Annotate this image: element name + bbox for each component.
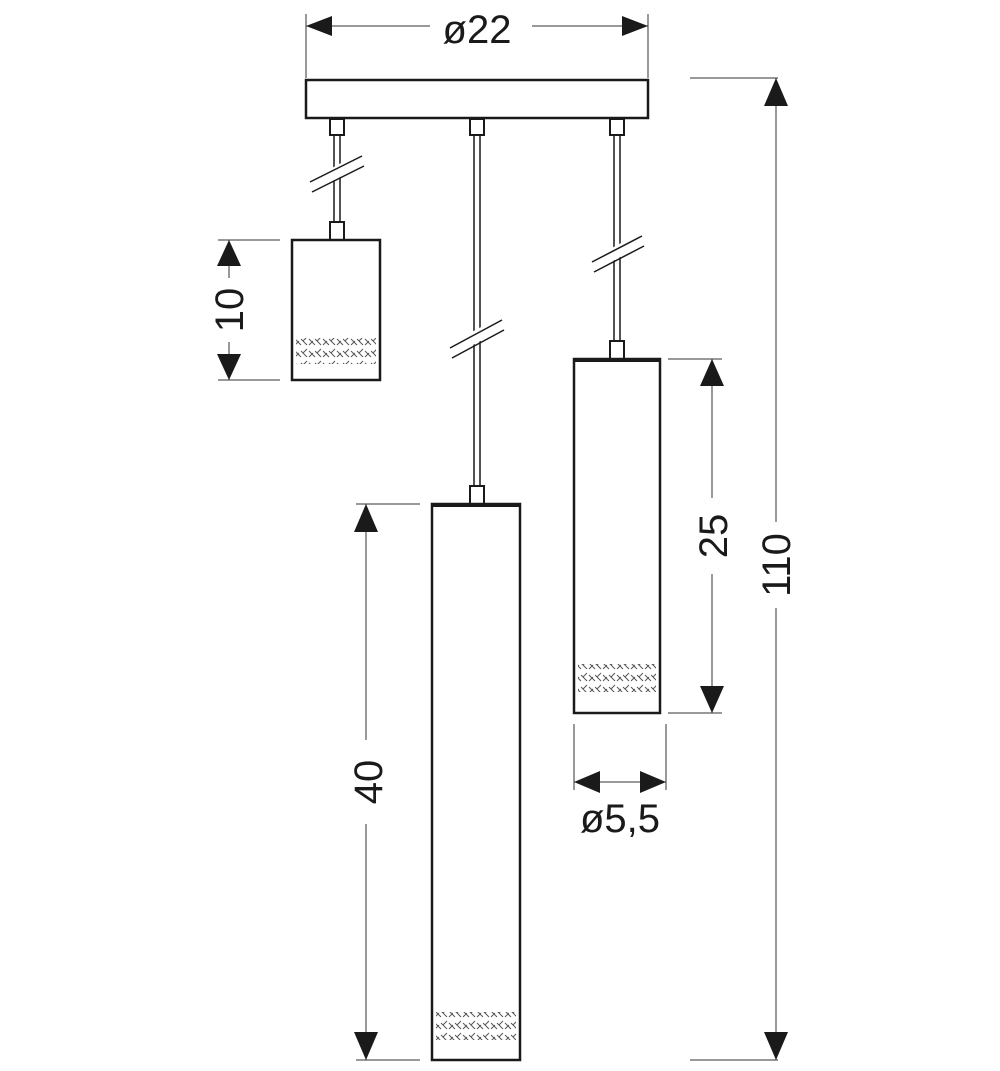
arrowhead-top <box>700 359 724 386</box>
connector-right <box>609 118 625 136</box>
arrowhead-top <box>217 240 241 266</box>
ceiling-canopy <box>304 78 650 120</box>
dimension-total-height <box>690 77 788 1061</box>
dimension-medium-shade-height <box>668 358 724 714</box>
arrowhead-bottom <box>764 1032 788 1060</box>
total-height-label: 110 <box>755 533 799 597</box>
arrowhead-right <box>640 771 666 793</box>
dimension-shade-diameter <box>573 724 667 793</box>
arrowhead-bottom <box>700 686 724 713</box>
cables <box>309 118 645 505</box>
short-shade <box>290 238 382 382</box>
dimension-canopy-diameter <box>305 14 649 78</box>
cable-break-right <box>590 234 645 273</box>
long-shade <box>430 502 522 1062</box>
connector-middle <box>469 118 485 136</box>
cable-break-middle <box>449 318 505 359</box>
medium-shade-pattern <box>578 664 656 692</box>
medium-shade <box>572 357 662 715</box>
arrowhead-right <box>622 16 648 36</box>
connector-long-shade <box>469 485 485 505</box>
arrowhead-left <box>574 771 600 793</box>
connector-left <box>329 118 345 136</box>
connector-short-shade <box>329 221 345 241</box>
short-shade-pattern <box>296 338 376 364</box>
medium-shade-height-label: 25 <box>692 514 736 559</box>
short-shade-height-label: 10 <box>208 288 252 333</box>
arrowhead-top <box>354 504 378 532</box>
dimension-long-shade-height <box>354 503 420 1061</box>
connector-medium-shade <box>609 340 625 360</box>
arrowhead-bottom <box>217 354 241 380</box>
long-shade-pattern <box>436 1012 516 1040</box>
cable-break-left <box>309 154 365 193</box>
shade-diameter-label: ø5,5 <box>580 797 660 841</box>
dimension-short-shade-height <box>217 239 280 381</box>
arrowhead-bottom <box>354 1032 378 1060</box>
arrowhead-top <box>764 78 788 106</box>
canopy-diameter-label: ø22 <box>443 8 512 52</box>
long-shade-height-label: 40 <box>347 760 391 805</box>
arrowhead-left <box>306 16 332 36</box>
